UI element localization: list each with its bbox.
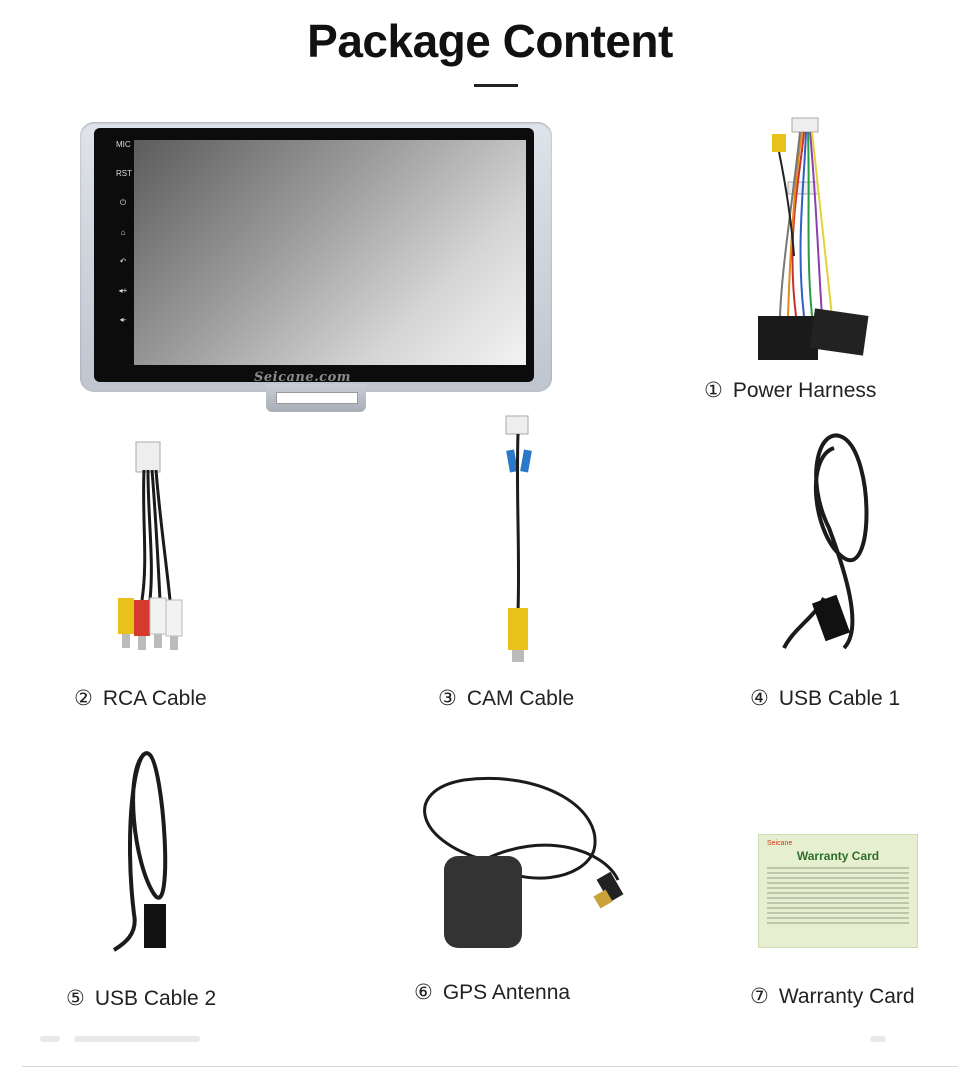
power-icon: ⏻ bbox=[119, 198, 127, 207]
caption-label: USB Cable 1 bbox=[778, 687, 901, 710]
warranty-card-heading: Warranty Card bbox=[796, 849, 880, 863]
caption-number: ① bbox=[704, 379, 723, 402]
warranty-card-brand: Seicane bbox=[767, 840, 793, 847]
warranty-card-text-lines bbox=[767, 867, 909, 927]
rca-cable-image bbox=[118, 441, 183, 650]
head-unit-frame: MIC RST ⏻ ⌂ ↶ ◂+ ◂- Seicane.com bbox=[94, 128, 534, 385]
back-icon: ↶ bbox=[119, 257, 127, 266]
faded-row-mark bbox=[40, 1036, 60, 1042]
caption-label: Power Harness bbox=[732, 379, 877, 402]
volume-up-icon: ◂+ bbox=[118, 286, 128, 295]
caption-label: RCA Cable bbox=[102, 687, 207, 710]
caption-usb-cable-2: ⑤ USB Cable 2 bbox=[66, 986, 216, 1011]
head-unit-brand: Seicane.com bbox=[254, 370, 352, 385]
caption-number: ② bbox=[74, 687, 93, 710]
caption-number: ⑦ bbox=[750, 985, 769, 1008]
caption-warranty-card: ⑦ Warranty Card bbox=[750, 984, 915, 1009]
head-unit-image: MIC RST ⏻ ⌂ ↶ ◂+ ◂- Seicane.com bbox=[80, 122, 552, 412]
gps-antenna-image bbox=[423, 777, 624, 948]
usb-cable-1-image bbox=[782, 433, 869, 650]
page-title: Package Content bbox=[307, 15, 673, 67]
caption-label: CAM Cable bbox=[466, 687, 575, 710]
power-harness-image bbox=[758, 117, 869, 360]
head-unit-side-buttons: MIC RST ⏻ ⌂ ↶ ◂+ ◂- bbox=[116, 140, 132, 344]
caption-number: ⑥ bbox=[414, 981, 433, 1004]
caption-number: ④ bbox=[750, 687, 769, 710]
mic-label: MIC bbox=[116, 140, 131, 149]
caption-rca-cable: ② RCA Cable bbox=[74, 686, 207, 711]
caption-gps-antenna: ⑥ GPS Antenna bbox=[414, 980, 570, 1005]
faded-row-mark bbox=[74, 1036, 200, 1042]
title-underline bbox=[474, 84, 518, 87]
caption-label: GPS Antenna bbox=[442, 981, 571, 1004]
caption-number: ⑤ bbox=[66, 987, 85, 1010]
caption-label: Warranty Card bbox=[778, 985, 915, 1008]
faded-row-mark bbox=[870, 1036, 886, 1042]
caption-power-harness: ① Power Harness bbox=[704, 378, 876, 403]
caption-number: ③ bbox=[438, 687, 457, 710]
warranty-card-image: Seicane Warranty Card bbox=[758, 834, 918, 948]
caption-cam-cable: ③ CAM Cable bbox=[438, 686, 574, 711]
cam-cable-image bbox=[505, 415, 532, 662]
reset-label: RST bbox=[116, 169, 132, 178]
usb-cable-2-image bbox=[112, 751, 168, 952]
caption-usb-cable-1: ④ USB Cable 1 bbox=[750, 686, 900, 711]
caption-label: USB Cable 2 bbox=[94, 987, 217, 1010]
head-unit-bottom-tab bbox=[266, 384, 366, 412]
home-icon: ⌂ bbox=[120, 228, 126, 237]
head-unit-screen bbox=[134, 140, 526, 365]
volume-down-icon: ◂- bbox=[119, 315, 127, 324]
bottom-divider bbox=[22, 1066, 958, 1067]
